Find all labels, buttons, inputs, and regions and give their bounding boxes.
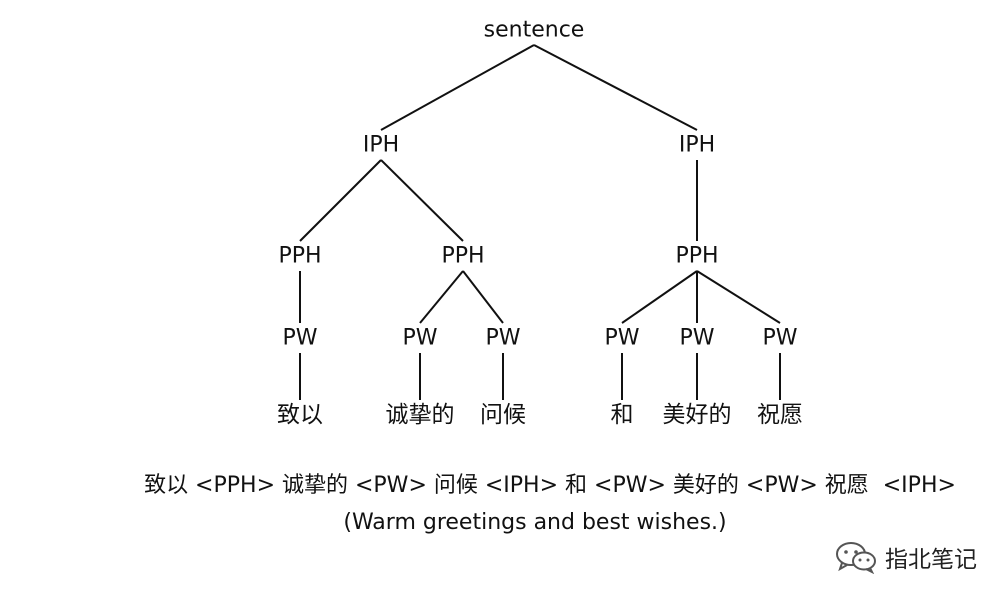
tree-edges	[299, 44, 781, 400]
tree-node-word-5: 美好的	[663, 402, 732, 428]
tree-node-word-4: 和	[611, 402, 634, 428]
tree-edge-pph-2-to-pw-2	[419, 270, 464, 324]
tree-node-pph-2: PPH	[441, 244, 484, 269]
tree-node-pph-3: PPH	[675, 244, 718, 269]
tree-node-iph-1: IPH	[363, 133, 399, 158]
tree-node-sentence: sentence	[484, 18, 585, 43]
annotated-sentence-caption: 致以 <PPH> 诚挚的 <PW> 问候 <IPH> 和 <PW> 美好的 <P…	[144, 473, 956, 498]
tree-node-iph-2: IPH	[679, 133, 715, 158]
tree-edge-pph-3-to-pw-4	[621, 270, 698, 324]
tree-edge-iph-1-to-pph-1	[299, 159, 382, 242]
tree-node-word-6: 祝愿	[757, 402, 803, 428]
translation-caption: (Warm greetings and best wishes.)	[343, 510, 727, 535]
tree-edge-pph-3-to-pw-6	[696, 270, 781, 324]
tree-node-pph-1: PPH	[278, 244, 321, 269]
tree-node-word-3: 问候	[480, 402, 526, 428]
tree-node-word-2: 诚挚的	[386, 402, 455, 428]
tree-node-pw-5: PW	[679, 326, 714, 351]
watermark-text: 指北笔记	[885, 547, 977, 573]
tree-node-pw-3: PW	[485, 326, 520, 351]
tree-edge-sentence-to-iph-1	[380, 44, 535, 131]
wechat-icon	[836, 542, 876, 574]
tree-node-pw-2: PW	[402, 326, 437, 351]
tree-node-word-1: 致以	[277, 402, 323, 428]
watermark: 指北笔记	[833, 540, 977, 574]
tree-edge-pph-2-to-pw-3	[462, 270, 504, 324]
tree-edge-sentence-to-iph-2	[533, 44, 698, 131]
tree-edge-iph-1-to-pph-2	[380, 159, 464, 242]
tree-node-pw-6: PW	[762, 326, 797, 351]
tree-node-pw-1: PW	[282, 326, 317, 351]
tree-node-pw-4: PW	[604, 326, 639, 351]
